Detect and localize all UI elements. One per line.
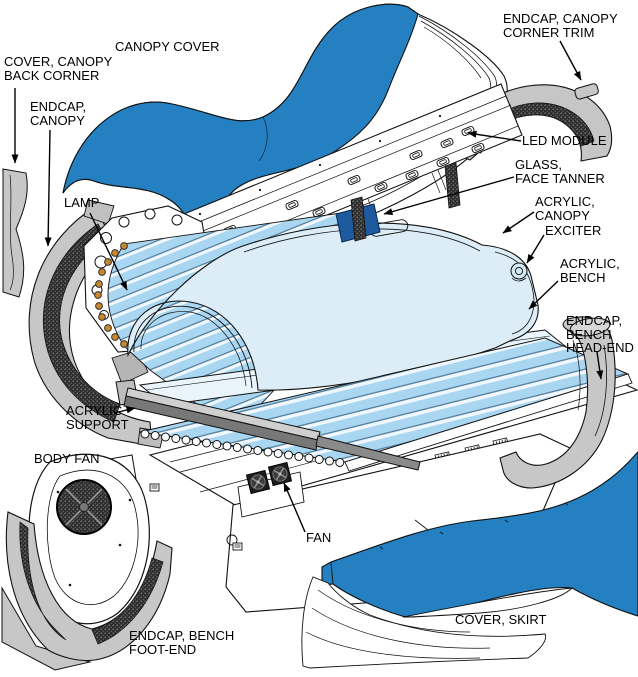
label-endcap-bench-foot-end: ENDCAP, BENCH FOOT-END <box>129 628 235 657</box>
skirt-white-flare <box>301 576 547 669</box>
label-endcap-canopy-corner-trim: ENDCAP, CANOPY CORNER TRIM <box>503 11 618 40</box>
label-acrylic-support: ACRYLIC SUPPORT <box>66 403 129 432</box>
label-canopy-cover: CANOPY COVER <box>115 39 220 54</box>
body-fan-part <box>28 453 150 625</box>
exciter-part <box>510 262 528 282</box>
endcap-canopy-corner-trim-part <box>574 83 599 100</box>
endcap-bench-head-end-part <box>499 316 616 489</box>
label-exciter: EXCITER <box>545 223 602 238</box>
label-led-module: LED MODULE <box>522 133 607 148</box>
skirt-white-crescent <box>402 587 574 618</box>
label-glass-face-tanner: GLASS, FACE TANNER <box>515 157 605 186</box>
label-lamp: LAMP <box>64 195 100 210</box>
frame-straps <box>350 162 461 242</box>
canopy-cover-part <box>62 3 508 256</box>
bench-lamp-ends <box>140 429 345 467</box>
cover-skirt-part <box>301 451 638 669</box>
leader-arrows <box>11 40 604 533</box>
label-endcap-bench-head-end: ENDCAP, BENCH HEAD-END <box>566 313 634 355</box>
label-acrylic-bench: ACRYLIC, BENCH <box>560 256 620 285</box>
label-body-fan: BODY FAN <box>34 451 100 466</box>
label-endcap-canopy: ENDCAP, CANOPY <box>30 99 87 128</box>
label-cover-skirt: COVER, SKIRT <box>455 612 547 627</box>
label-fan: FAN <box>306 530 332 545</box>
endcap-canopy-part <box>28 199 165 449</box>
endcap-bench-foot-end-part <box>1 511 173 671</box>
cover-canopy-back-corner-part <box>2 168 28 298</box>
acrylic-support-part <box>115 379 421 471</box>
canopy-cover-blue-shell <box>62 3 419 256</box>
label-cover-canopy-back-corner: COVER, CANOPY BACK CORNER <box>4 54 113 83</box>
acrylic-canopy-part <box>127 219 539 391</box>
label-acrylic-canopy: ACRYLIC, CANOPY <box>535 194 595 223</box>
lamp-ends <box>94 242 128 348</box>
